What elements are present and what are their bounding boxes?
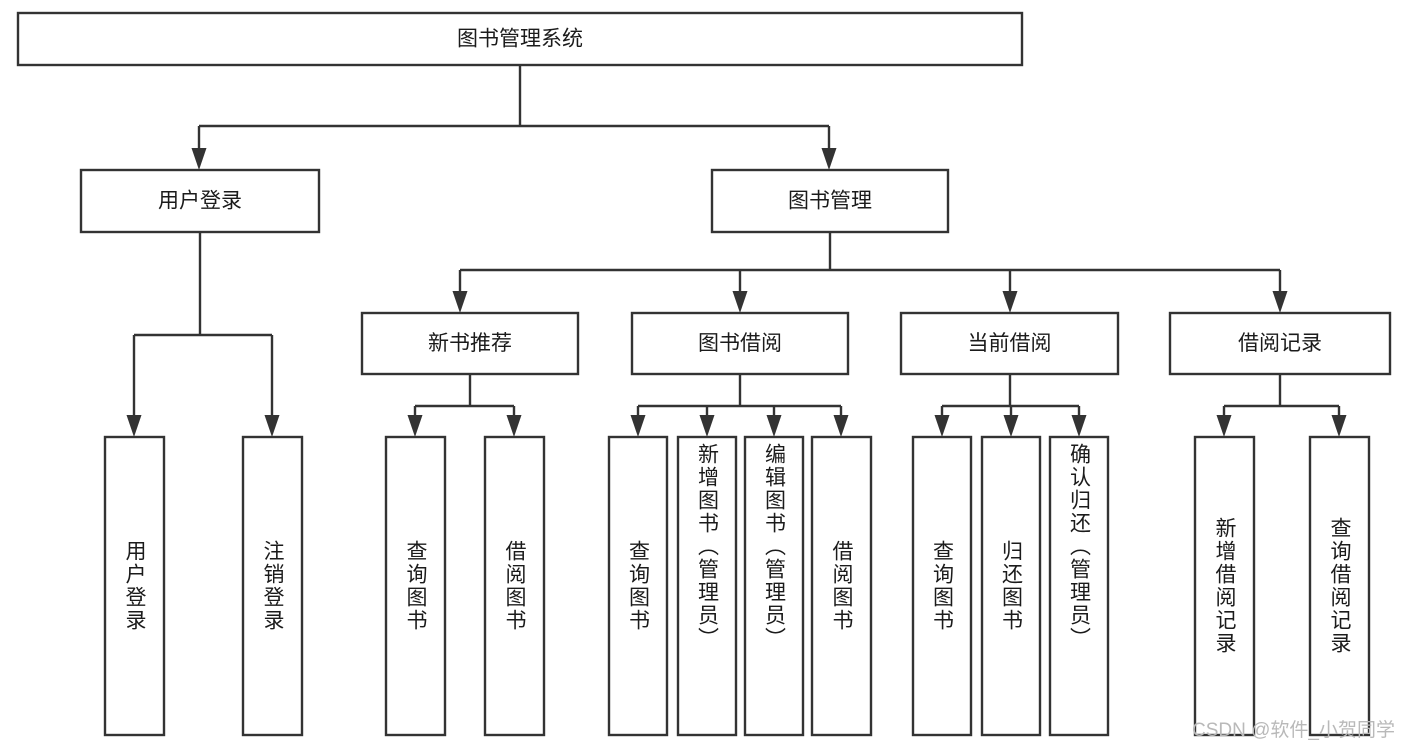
node-leaf-3[interactable] xyxy=(483,435,546,737)
connector-group xyxy=(191,65,837,170)
node-root-system[interactable]: 图书管理系统 xyxy=(16,11,1024,67)
connector-group xyxy=(934,374,1087,437)
arrow-head-icon xyxy=(1003,415,1019,437)
node-leaf-12[interactable] xyxy=(1308,435,1371,737)
node-leaf-4[interactable] xyxy=(607,435,669,737)
arrow-head-icon xyxy=(766,415,782,437)
connector-group xyxy=(630,374,849,437)
node-leaf-9[interactable] xyxy=(980,435,1042,737)
node-rect[interactable] xyxy=(1048,435,1110,737)
csdn-watermark: CSDN @软件_小贺同学 xyxy=(1192,720,1395,741)
node-rect[interactable] xyxy=(911,435,973,737)
node-leaf-6[interactable] xyxy=(743,435,805,737)
node-rect[interactable] xyxy=(79,168,321,234)
node-rect[interactable] xyxy=(384,435,447,737)
node-level2-0[interactable]: 用户登录 xyxy=(79,168,321,234)
node-label: 图书管理系统 xyxy=(457,28,583,51)
node-leaf-1[interactable] xyxy=(241,435,304,737)
connector-group xyxy=(407,374,522,437)
node-rect[interactable] xyxy=(743,435,805,737)
node-rect[interactable] xyxy=(360,311,580,376)
node-label: 图书借阅 xyxy=(698,332,782,355)
node-rect[interactable] xyxy=(810,435,873,737)
node-level2-1[interactable]: 图书管理 xyxy=(710,168,950,234)
connector-group xyxy=(1216,374,1347,437)
arrow-head-icon xyxy=(452,291,468,313)
node-rect[interactable] xyxy=(103,435,166,737)
node-rect[interactable] xyxy=(1168,311,1392,376)
node-rect[interactable] xyxy=(1308,435,1371,737)
node-label: 图书管理 xyxy=(788,190,872,213)
node-level3-2[interactable]: 当前借阅 xyxy=(899,311,1120,376)
arrow-head-icon xyxy=(1002,291,1018,313)
arrow-head-icon xyxy=(126,415,142,437)
node-rect[interactable] xyxy=(710,168,950,234)
arrow-head-icon xyxy=(934,415,950,437)
node-rect[interactable] xyxy=(676,435,738,737)
node-level3-0[interactable]: 新书推荐 xyxy=(360,311,580,376)
node-leaf-8[interactable] xyxy=(911,435,973,737)
connector-group xyxy=(452,232,1288,313)
node-rect[interactable] xyxy=(483,435,546,737)
node-rect[interactable] xyxy=(630,311,850,376)
node-rect[interactable] xyxy=(980,435,1042,737)
node-label: 当前借阅 xyxy=(968,332,1052,355)
arrow-head-icon xyxy=(264,415,280,437)
node-leaf-11[interactable] xyxy=(1193,435,1256,737)
arrow-head-icon xyxy=(732,291,748,313)
connector-group xyxy=(126,232,280,437)
arrow-head-icon xyxy=(821,148,837,170)
node-rect[interactable] xyxy=(241,435,304,737)
arrow-head-icon xyxy=(833,415,849,437)
node-level3-1[interactable]: 图书借阅 xyxy=(630,311,850,376)
node-leaf-2[interactable] xyxy=(384,435,447,737)
arrow-head-icon xyxy=(1071,415,1087,437)
node-rect[interactable] xyxy=(1193,435,1256,737)
node-rect[interactable] xyxy=(899,311,1120,376)
node-level3-3[interactable]: 借阅记录 xyxy=(1168,311,1392,376)
arrow-head-icon xyxy=(699,415,715,437)
arrow-head-icon xyxy=(506,415,522,437)
node-label: 借阅记录 xyxy=(1238,332,1322,355)
node-label: 用户登录 xyxy=(158,190,242,213)
arrow-head-icon xyxy=(407,415,423,437)
node-leaf-10[interactable] xyxy=(1048,435,1110,737)
node-rect[interactable] xyxy=(607,435,669,737)
node-label: 新书推荐 xyxy=(428,332,512,355)
arrow-head-icon xyxy=(1216,415,1232,437)
arrow-head-icon xyxy=(191,148,207,170)
node-leaf-0[interactable] xyxy=(103,435,166,737)
arrow-head-icon xyxy=(1272,291,1288,313)
arrow-head-icon xyxy=(630,415,646,437)
node-rect[interactable] xyxy=(16,11,1024,67)
node-leaf-7[interactable] xyxy=(810,435,873,737)
arrow-head-icon xyxy=(1331,415,1347,437)
node-leaf-5[interactable] xyxy=(676,435,738,737)
